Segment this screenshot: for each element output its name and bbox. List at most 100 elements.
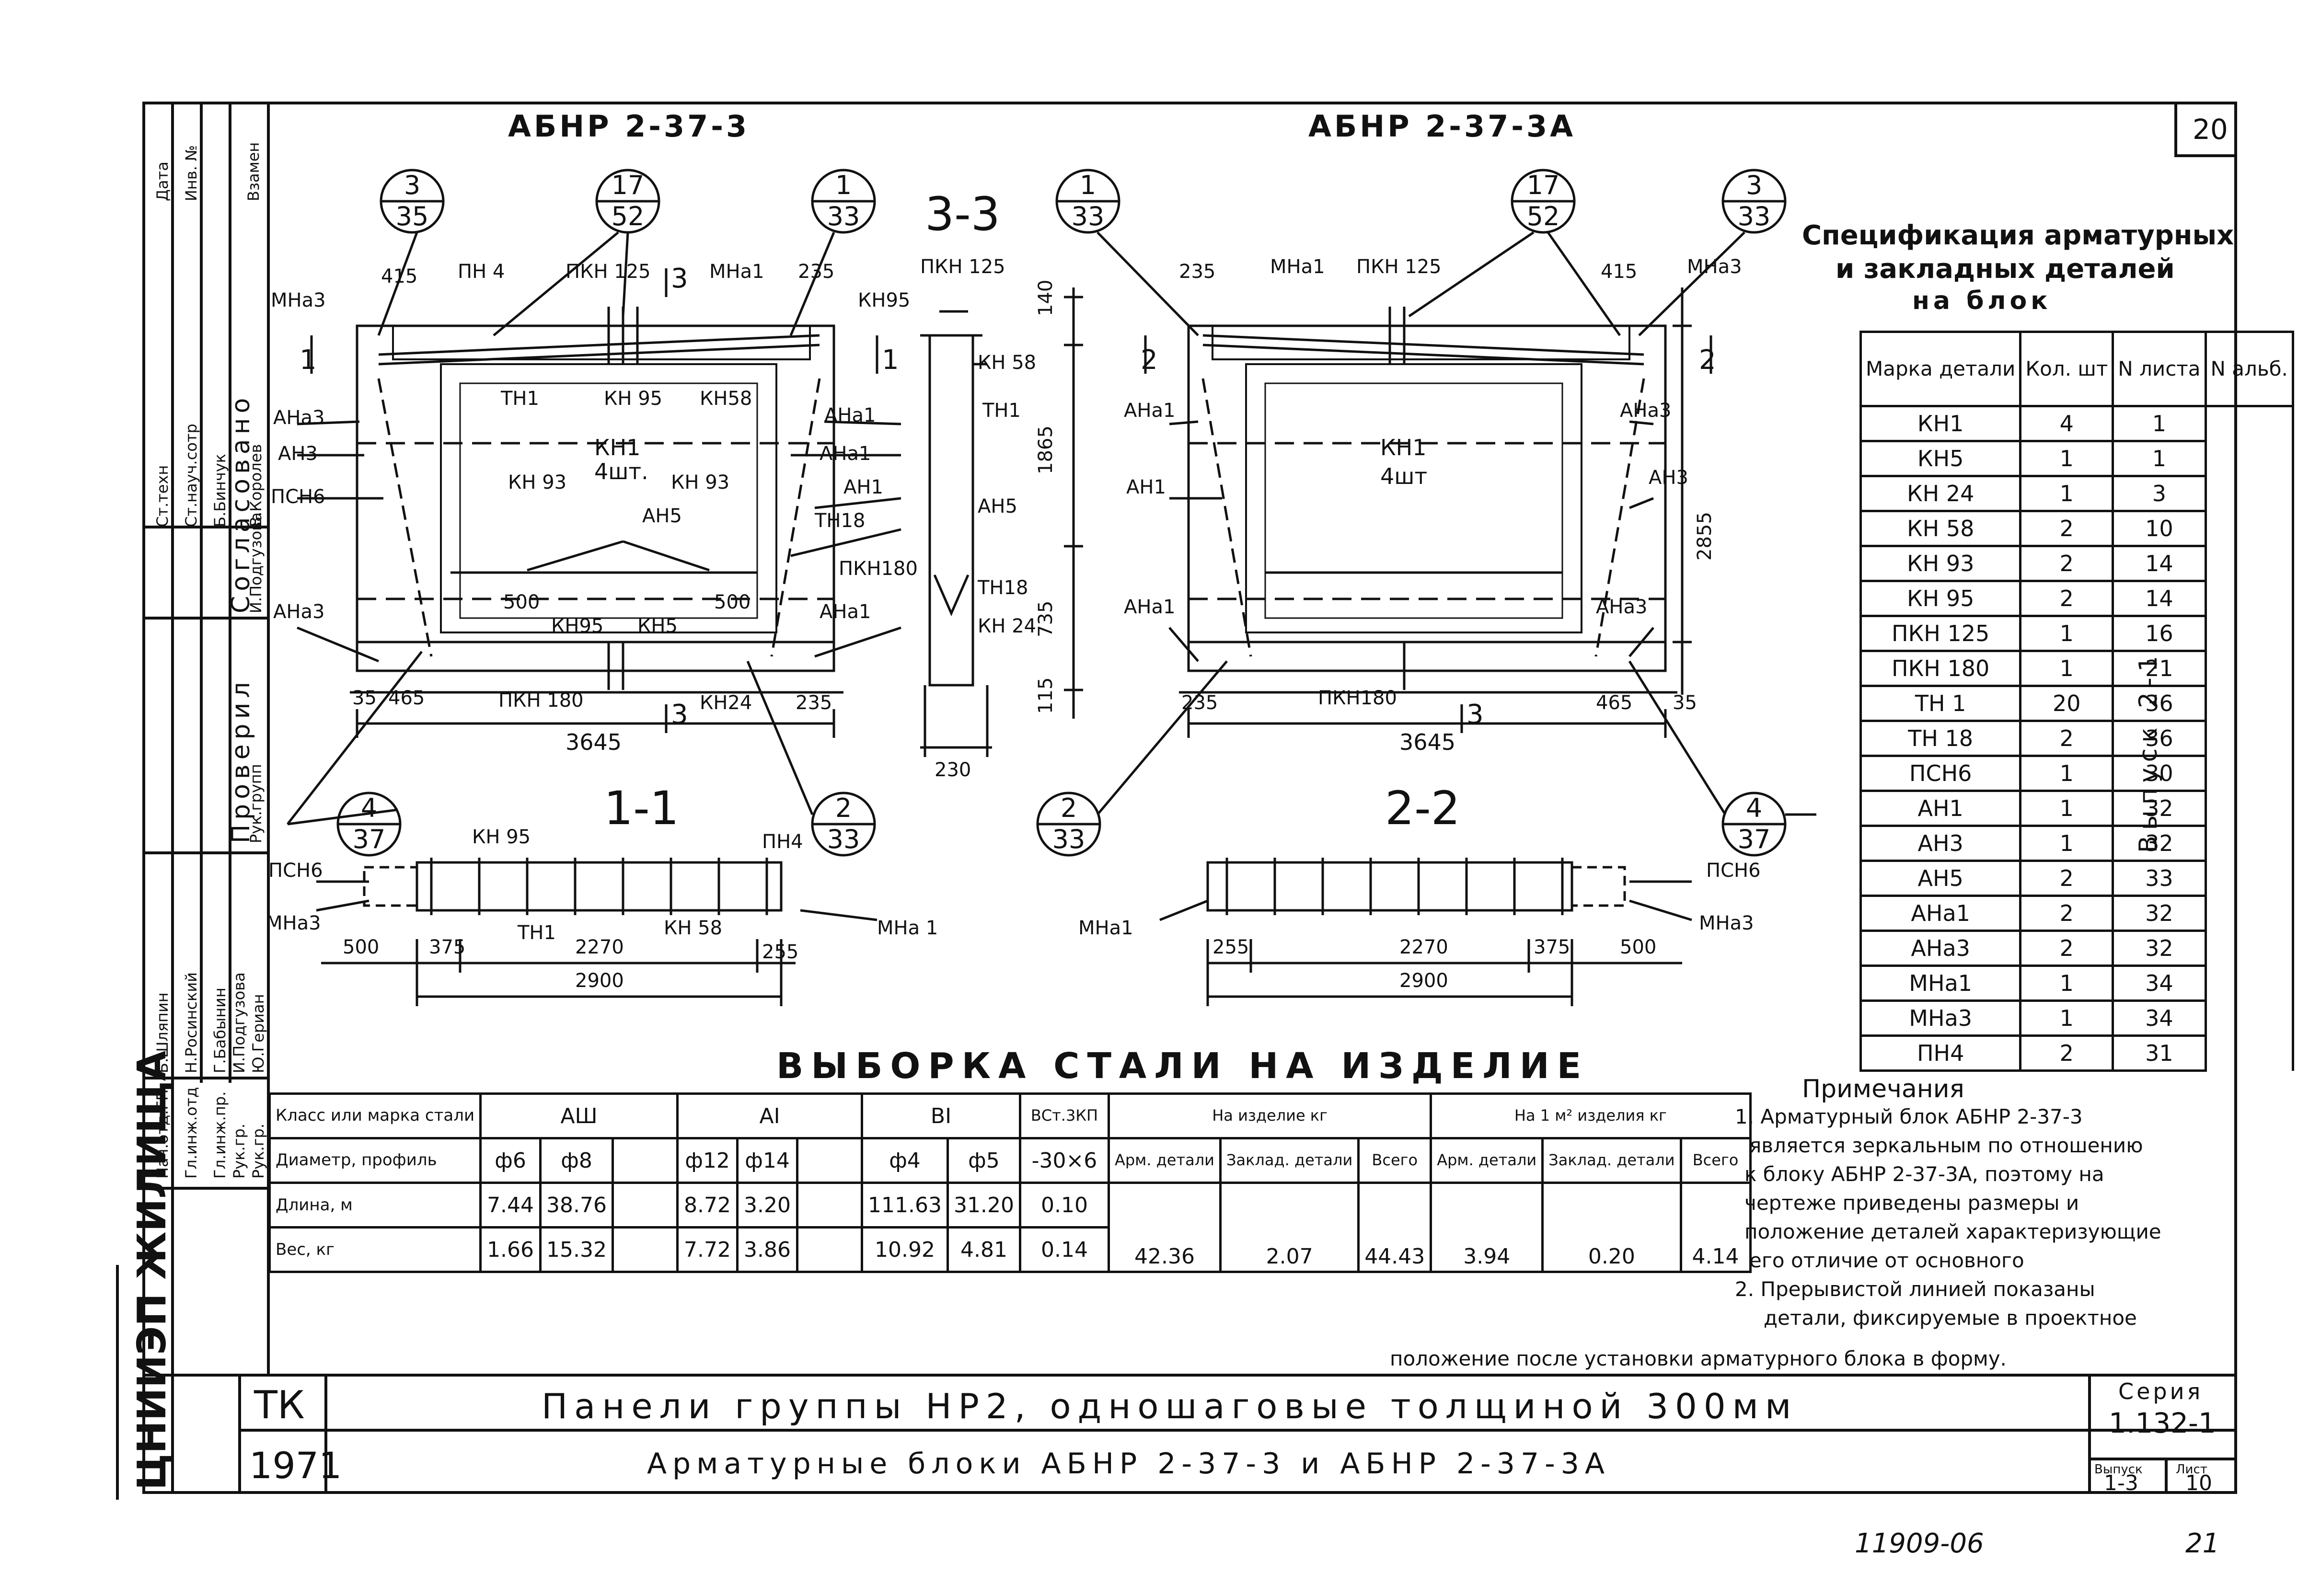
svg-text:положение деталей характеризую: положение деталей характеризующие: [1744, 1220, 2161, 1243]
svg-text:ПН4: ПН4: [762, 831, 803, 853]
svg-text:33: 33: [1738, 201, 1771, 231]
svg-text:415: 415: [1601, 261, 1637, 283]
svg-text:КН58: КН58: [700, 388, 752, 410]
series-label: Серия: [2118, 1378, 2203, 1404]
svg-text:33: 33: [827, 201, 860, 231]
svg-text:МНа3: МНа3: [1687, 256, 1742, 278]
svg-text:Дата: Дата: [153, 161, 172, 201]
svg-text:35: 35: [396, 201, 429, 231]
svg-text:52: 52: [612, 201, 645, 231]
svg-text:4шт.: 4шт.: [594, 459, 648, 484]
svg-text:Рук.гр.: Рук.гр.: [230, 1124, 248, 1179]
svg-text:230: 230: [935, 759, 971, 781]
issue-number: 1-3: [2104, 1471, 2138, 1495]
svg-text:115: 115: [1035, 677, 1057, 714]
svg-text:ПКН 125: ПКН 125: [920, 256, 1005, 278]
svg-text:500: 500: [714, 591, 751, 613]
svg-text:2: 2: [1141, 344, 1158, 376]
svg-text:35: 35: [352, 687, 377, 709]
title-block-line2: Арматурные блоки АБНР 2-37-3 и АБНР 2-37…: [647, 1447, 1610, 1481]
svg-text:2900: 2900: [575, 970, 624, 992]
plan-left: [316, 858, 878, 1006]
svg-text:17: 17: [612, 170, 645, 200]
sel-header-class: Класс или марка стали: [268, 1092, 482, 1139]
title-selection: ВЫБОРКА СТАЛИ НА ИЗДЕЛИЕ: [776, 1045, 1589, 1087]
svg-text:МНа3: МНа3: [266, 912, 321, 934]
title-left-block: АБНР 2-37-3: [508, 109, 750, 144]
title-block-year: 1971: [249, 1444, 342, 1487]
title-block-line1: Панели группы НР2, одношаговые толщиной …: [542, 1386, 1798, 1426]
svg-text:ПКН180: ПКН180: [1318, 687, 1397, 709]
svg-text:его отличие от основного: его отличие от основного: [1749, 1249, 2024, 1272]
svg-text:КН 93: КН 93: [508, 471, 566, 494]
sheet-number: 10: [2185, 1471, 2212, 1495]
left-callouts: [287, 169, 876, 857]
svg-text:255: 255: [762, 941, 798, 963]
svg-text:3: 3: [404, 170, 420, 200]
sel-header-b1: BI: [861, 1092, 1021, 1139]
svg-text:465: 465: [388, 687, 425, 709]
sheet-label: Лист: [2176, 1462, 2207, 1477]
svg-text:Гл.инж.пр.: Гл.инж.пр.: [211, 1091, 229, 1179]
svg-text:КН24: КН24: [700, 692, 752, 714]
svg-text:2: 2: [1061, 793, 1077, 823]
svg-text:Взамен: Взамен: [244, 142, 263, 201]
svg-text:255: 255: [1212, 936, 1249, 958]
svg-text:Б.Бинчук: Б.Бинчук: [211, 454, 229, 527]
svg-text:ПН 4: ПН 4: [458, 261, 505, 283]
svg-text:3645: 3645: [566, 729, 622, 755]
svg-text:КН95: КН95: [858, 289, 910, 311]
svg-text:2270: 2270: [1399, 936, 1448, 958]
svg-text:МНа 1: МНа 1: [877, 917, 938, 939]
title-section-3-3: 3-3: [925, 187, 1000, 241]
svg-text:ТН18: ТН18: [814, 510, 865, 532]
svg-text:И.Подгузова: И.Подгузова: [230, 972, 248, 1073]
svg-text:АН5: АН5: [642, 505, 682, 527]
svg-text:ПКН180: ПКН180: [839, 558, 918, 580]
left-block-elevation: [297, 268, 901, 738]
svg-text:735: 735: [1035, 601, 1057, 637]
svg-text:АН1: АН1: [1126, 476, 1166, 498]
svg-text:КН 95: КН 95: [604, 388, 662, 410]
sel-header-diam: Диаметр, профиль: [268, 1137, 482, 1184]
svg-text:500: 500: [343, 936, 379, 958]
svg-text:Гл.инж.отд: Гл.инж.отд: [182, 1087, 200, 1179]
svg-text:Инв. №: Инв. №: [182, 145, 200, 201]
svg-text:В.Королев: В.Королев: [247, 444, 265, 527]
svg-text:ПСН6: ПСН6: [271, 486, 325, 508]
svg-text:Согласовано: Согласовано: [227, 393, 255, 613]
spec-title-1: Спецификация арматурных: [1802, 220, 2234, 251]
svg-text:КН5: КН5: [637, 615, 678, 637]
svg-text:2900: 2900: [1399, 970, 1448, 992]
spec-table: Марка детали Кол. шт N листа N альб. КН1…: [1859, 331, 2294, 1072]
title-right-block: АБНР 2-37-3А: [1308, 109, 1576, 144]
svg-text:МНа1: МНа1: [1078, 917, 1133, 939]
org-logo-text: ЦНИИЭП ЖИЛИЩА: [129, 1050, 175, 1490]
svg-text:4шт: 4шт: [1380, 463, 1427, 489]
right-block-elevation: [1144, 287, 1712, 738]
svg-text:АНа1: АНа1: [1124, 400, 1175, 422]
svg-text:500: 500: [1620, 936, 1656, 958]
svg-text:ПСН6: ПСН6: [1706, 860, 1761, 882]
svg-text:Ю.Гериан: Ю.Гериан: [249, 994, 267, 1073]
svg-text:является зеркальным по отношен: является зеркальным по отношению: [1749, 1134, 2143, 1157]
svg-text:37: 37: [1738, 824, 1771, 854]
svg-text:1: 1: [1080, 170, 1096, 200]
right-callouts: [1036, 169, 1816, 857]
svg-text:4: 4: [1746, 793, 1762, 823]
notes-title: Примечания: [1802, 1075, 1964, 1103]
svg-text:Н.Росинский: Н.Росинский: [182, 972, 200, 1073]
sel-header-a3: АШ: [479, 1092, 679, 1139]
sel-header-m2: На 1 м² изделия кг: [1430, 1092, 1752, 1139]
title-section-2-2: 2-2: [1385, 781, 1460, 835]
svg-text:2: 2: [1699, 344, 1716, 376]
svg-text:АН5: АН5: [978, 495, 1017, 517]
series-number: 1.132-1: [2109, 1407, 2216, 1439]
